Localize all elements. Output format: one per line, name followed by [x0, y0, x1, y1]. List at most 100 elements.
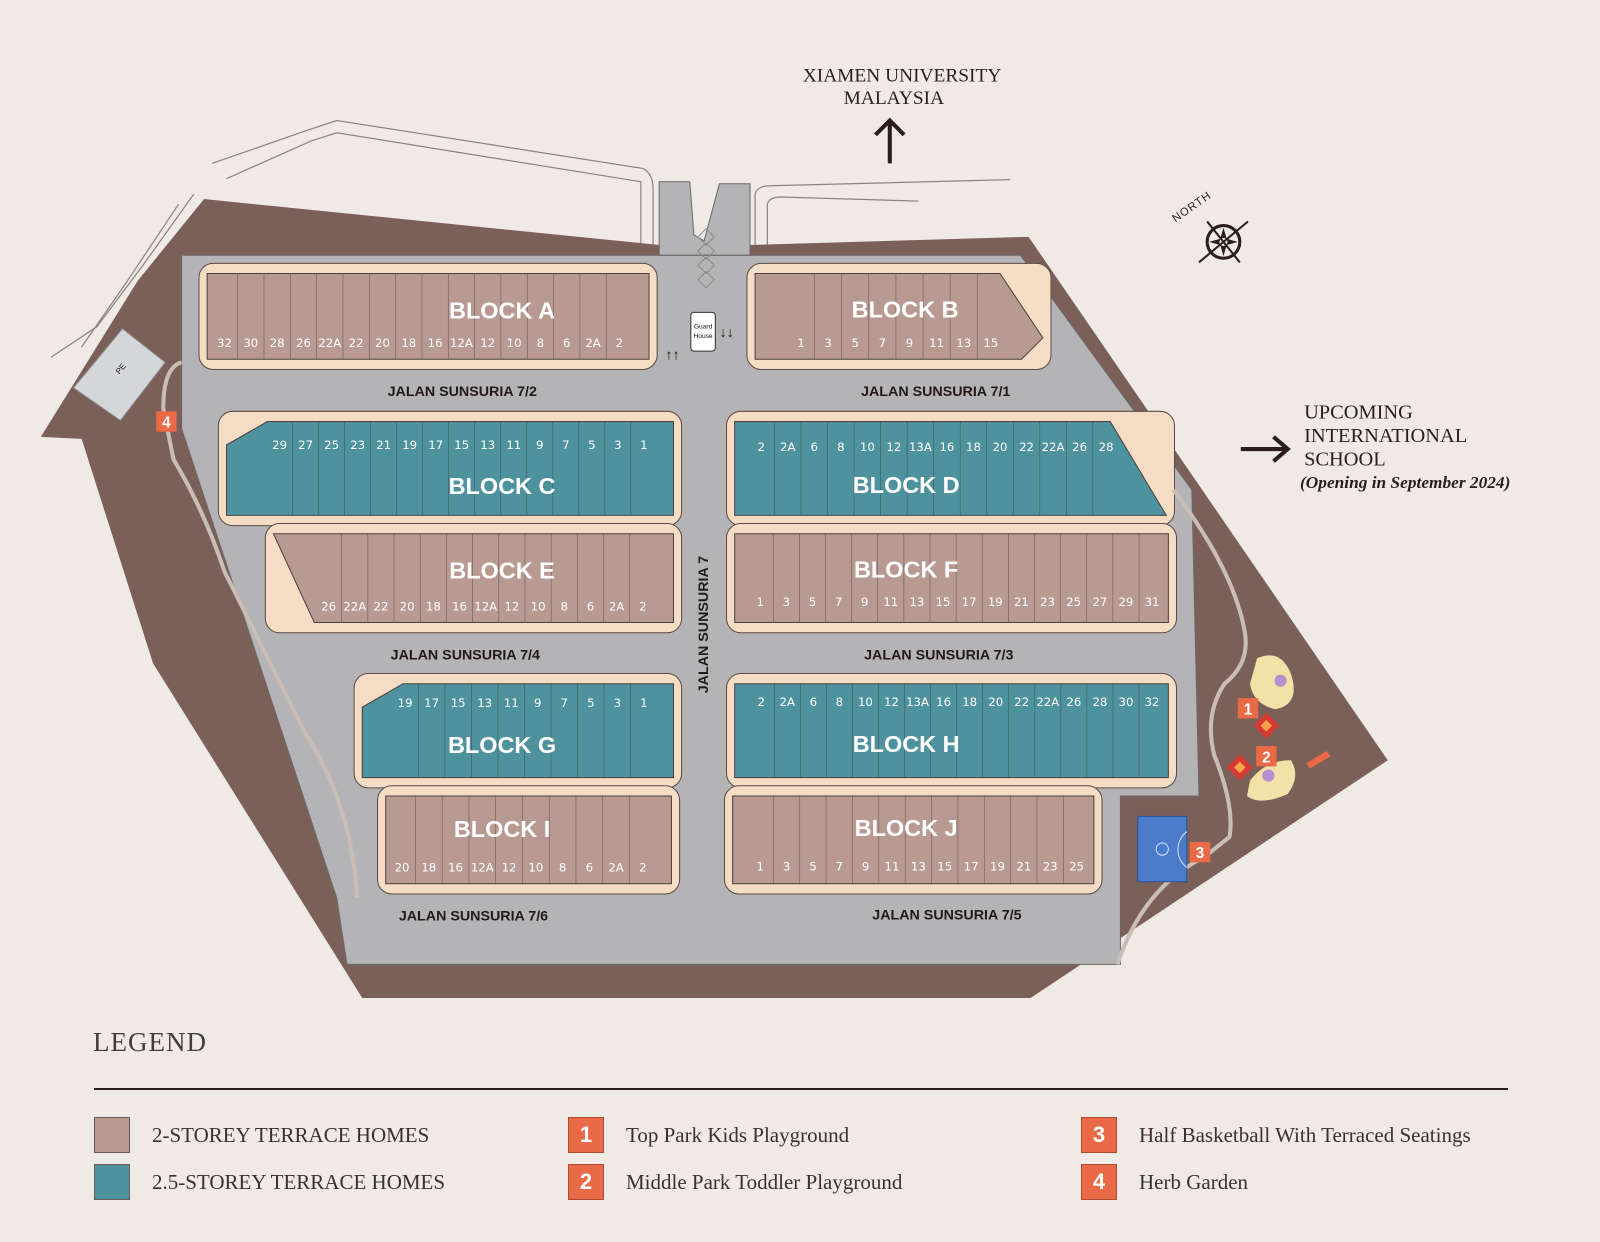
lot-number[interactable]: 8 [561, 599, 568, 613]
lot-number[interactable]: 27 [298, 438, 313, 452]
lot-number[interactable]: 12A [474, 599, 497, 613]
lot-number[interactable]: 2A [609, 599, 624, 613]
lot-number[interactable]: 13A [909, 440, 932, 454]
lot-number[interactable]: 15 [983, 336, 998, 350]
lot-number[interactable]: 28 [270, 336, 285, 350]
lot-number[interactable]: 29 [272, 438, 287, 452]
lot-number[interactable]: 9 [862, 859, 869, 873]
lot-number[interactable]: 2A [780, 440, 795, 454]
lot-number[interactable]: 1 [640, 438, 647, 452]
lot-number[interactable]: 11 [506, 438, 521, 452]
lot-number[interactable]: 6 [811, 440, 818, 454]
lot-number[interactable]: 6 [563, 336, 570, 350]
lot-number[interactable]: 26 [1066, 695, 1081, 709]
lot-number[interactable]: 8 [559, 861, 566, 875]
lot-number[interactable]: 9 [906, 336, 913, 350]
lot-number[interactable]: 5 [809, 595, 816, 609]
lot-number[interactable]: 2 [639, 599, 646, 613]
lot-number[interactable]: 20 [375, 336, 390, 350]
lot-number[interactable]: 18 [401, 336, 416, 350]
lot-number[interactable]: 3 [614, 438, 621, 452]
lot-number[interactable]: 10 [858, 695, 873, 709]
lot-number[interactable]: 3 [824, 336, 831, 350]
lot-number[interactable]: 3 [783, 595, 790, 609]
lot-number[interactable]: 32 [1145, 695, 1160, 709]
lot-number[interactable]: 15 [937, 859, 952, 873]
lot-number[interactable]: 22A [318, 336, 341, 350]
lot-number[interactable]: 12 [480, 336, 495, 350]
lot-number[interactable]: 22 [1014, 695, 1029, 709]
lot-number[interactable]: 7 [836, 859, 843, 873]
lot-number[interactable]: 7 [835, 595, 842, 609]
lot-number[interactable]: 5 [852, 336, 859, 350]
lot-number[interactable]: 18 [966, 440, 981, 454]
lot-number[interactable]: 31 [1145, 595, 1160, 609]
lot-number[interactable]: 22A [1042, 440, 1065, 454]
lot-number[interactable]: 17 [964, 859, 979, 873]
lot-number[interactable]: 19 [990, 859, 1005, 873]
lot-number[interactable]: 2 [757, 440, 764, 454]
lot-number[interactable]: 19 [398, 696, 413, 710]
lot-number[interactable]: 22 [349, 336, 364, 350]
lot-number[interactable]: 9 [861, 595, 868, 609]
lot-number[interactable]: 1 [756, 595, 763, 609]
lot-number[interactable]: 21 [376, 438, 391, 452]
lot-number[interactable]: 17 [424, 696, 439, 710]
lot-number[interactable]: 10 [531, 599, 546, 613]
lot-number[interactable]: 29 [1118, 595, 1133, 609]
lot-number[interactable]: 8 [836, 695, 843, 709]
amenity-marker-3[interactable]: 3 [1189, 841, 1211, 863]
lot-number[interactable]: 30 [243, 336, 258, 350]
lot-number[interactable]: 27 [1092, 595, 1107, 609]
lot-number[interactable]: 19 [988, 595, 1003, 609]
lot-number[interactable]: 13A [906, 695, 929, 709]
lot-number[interactable]: 11 [883, 595, 898, 609]
lot-number[interactable]: 1 [640, 696, 647, 710]
amenity-marker-1[interactable]: 1 [1237, 698, 1259, 719]
lot-number[interactable]: 25 [324, 438, 339, 452]
lot-number[interactable]: 15 [936, 595, 951, 609]
lot-number[interactable]: 20 [988, 695, 1003, 709]
lot-number[interactable]: 9 [536, 438, 543, 452]
lot-number[interactable]: 19 [402, 438, 417, 452]
lot-number[interactable]: 6 [586, 861, 593, 875]
lot-number[interactable]: 12A [450, 336, 473, 350]
lot-number[interactable]: 28 [1092, 695, 1107, 709]
lot-number[interactable]: 17 [428, 438, 443, 452]
lot-number[interactable]: 8 [537, 336, 544, 350]
lot-number[interactable]: 26 [321, 599, 336, 613]
lot-number[interactable]: 20 [400, 599, 415, 613]
lot-number[interactable]: 7 [562, 438, 569, 452]
lot-number[interactable]: 25 [1066, 595, 1081, 609]
amenity-marker-2[interactable]: 2 [1256, 746, 1277, 767]
lot-number[interactable]: 25 [1069, 859, 1084, 873]
lot-number[interactable]: 21 [1014, 595, 1029, 609]
lot-number[interactable]: 17 [962, 595, 977, 609]
lot-number[interactable]: 16 [939, 440, 954, 454]
lot-number[interactable]: 12A [471, 861, 494, 875]
lot-number[interactable]: 20 [395, 861, 410, 875]
lot-number[interactable]: 15 [451, 696, 466, 710]
lot-number[interactable]: 3 [614, 696, 621, 710]
lot-number[interactable]: 5 [587, 696, 594, 710]
lot-number[interactable]: 11 [929, 336, 944, 350]
lot-number[interactable]: 5 [809, 859, 816, 873]
lot-number[interactable]: 32 [217, 336, 232, 350]
lot-number[interactable]: 11 [504, 696, 519, 710]
lot-number[interactable]: 2A [585, 336, 600, 350]
lot-number[interactable]: 22A [1036, 695, 1059, 709]
lot-number[interactable]: 22A [343, 599, 366, 613]
lot-number[interactable]: 2A [608, 861, 623, 875]
lot-number[interactable]: 9 [534, 696, 541, 710]
lot-number[interactable]: 16 [448, 861, 463, 875]
lot-number[interactable]: 18 [421, 861, 436, 875]
lot-number[interactable]: 12 [502, 861, 517, 875]
lot-number[interactable]: 10 [507, 336, 522, 350]
lot-number[interactable]: 2 [757, 695, 764, 709]
